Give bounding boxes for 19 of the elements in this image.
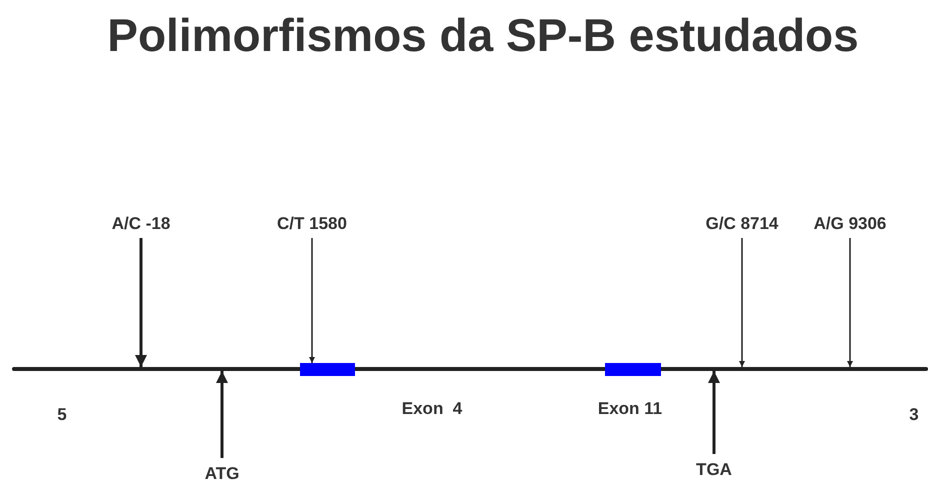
polymorphism-label: A/G 9306 (814, 214, 886, 234)
end-label: 3 (909, 405, 919, 425)
arrow (216, 371, 228, 458)
end-label: 5 (57, 405, 67, 425)
arrow (847, 238, 853, 367)
stop-codon-label: TGA (696, 460, 732, 480)
polymorphism-label: G/C 8714 (706, 214, 778, 234)
exon-label: Exon 11 (598, 399, 662, 419)
start-codon-label: ATG (204, 464, 240, 484)
polymorphism-label: A/C -18 (112, 214, 170, 234)
exon-bar (300, 363, 355, 376)
polymorphism-label: C/T 1580 (277, 214, 347, 234)
exon-label: Exon 4 (402, 399, 462, 419)
arrow (135, 238, 147, 367)
arrow (708, 371, 720, 454)
arrow (309, 238, 315, 363)
arrow (739, 238, 745, 367)
exon-bar (605, 363, 661, 376)
title: Polimorfismos da SP-B estudados (107, 8, 859, 62)
